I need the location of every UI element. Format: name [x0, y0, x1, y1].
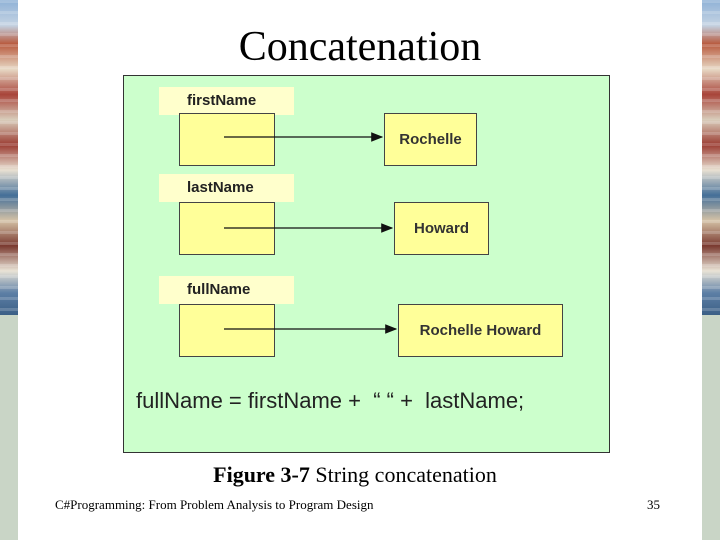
- variable-box-firstname: [179, 113, 275, 166]
- right-photo-strip: [702, 0, 720, 540]
- left-photo-strip: [0, 0, 18, 540]
- variable-label-lastname: lastName: [159, 174, 294, 202]
- photo-image: [0, 0, 18, 315]
- caption-label: Figure 3-7: [213, 462, 310, 487]
- value-box-rochelle: Rochelle: [384, 113, 477, 166]
- value-box-howard: Howard: [394, 202, 489, 255]
- figure-caption: Figure 3-7 String concatenation: [0, 462, 710, 488]
- strip-base: [0, 315, 18, 540]
- strip-base: [702, 315, 720, 540]
- value-box-rochelle-howard: Rochelle Howard: [398, 304, 563, 357]
- concatenation-figure: firstName Rochelle lastName Howard fullN…: [123, 75, 610, 453]
- variable-box-fullname: [179, 304, 275, 357]
- reference-arrows: [224, 132, 398, 334]
- slide-footer: C#Programming: From Problem Analysis to …: [55, 497, 374, 512]
- page-number: 35: [647, 497, 660, 512]
- photo-image: [702, 0, 720, 315]
- variable-label-fullname: fullName: [159, 276, 294, 304]
- code-statement: fullName = firstName + “ “ + lastName;: [136, 388, 525, 413]
- slide-title: Concatenation: [238, 24, 482, 70]
- caption-text: String concatenation: [309, 462, 497, 487]
- variable-label-firstname: firstName: [159, 87, 294, 115]
